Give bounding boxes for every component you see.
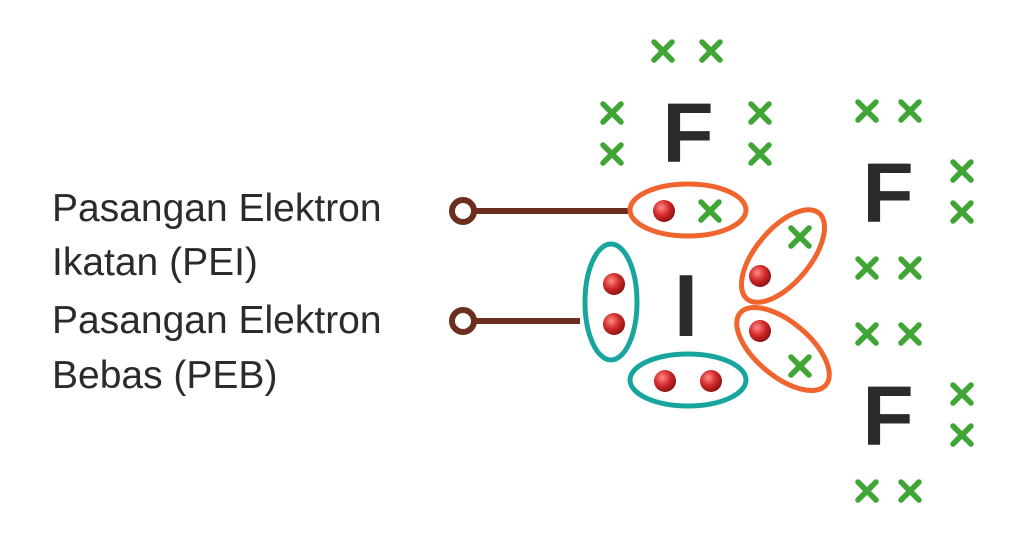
red-dot-icon bbox=[603, 313, 625, 335]
red-dot-icon bbox=[700, 370, 722, 392]
fluorine-top-symbol: F bbox=[662, 86, 713, 180]
bond-pair-ring-lower-right bbox=[734, 304, 832, 394]
green-cross-icon bbox=[748, 142, 772, 166]
pei-connector bbox=[449, 197, 628, 225]
green-cross-icon bbox=[600, 142, 624, 166]
peb-connector bbox=[449, 307, 580, 335]
green-cross-icon bbox=[699, 39, 723, 63]
peb-label-line1: Pasangan Elektron bbox=[52, 299, 382, 342]
peb-label-line2: Bebas (PEB) bbox=[52, 354, 278, 397]
red-dot-icon bbox=[654, 370, 676, 392]
fluorine-electrons bbox=[600, 39, 974, 503]
red-dot-icon bbox=[603, 273, 625, 295]
green-cross-icon bbox=[950, 382, 974, 406]
bond-pair-ring-top bbox=[627, 181, 749, 239]
fluorine-right-upper-symbol: F bbox=[862, 146, 913, 240]
green-cross-icon bbox=[748, 101, 772, 125]
lone-pair-ring-left bbox=[582, 241, 640, 363]
green-cross-icon bbox=[950, 423, 974, 447]
green-cross-icon bbox=[651, 39, 675, 63]
red-dot-icon bbox=[749, 265, 771, 287]
red-dot-icon bbox=[749, 320, 771, 342]
green-cross-icon bbox=[600, 101, 624, 125]
green-cross-icon bbox=[855, 479, 879, 503]
green-cross-icon bbox=[950, 200, 974, 224]
iodine-electrons bbox=[603, 200, 771, 392]
green-cross-icon bbox=[855, 322, 879, 346]
peb-connector-end-icon bbox=[449, 307, 477, 335]
bond-pair-ring-upper-right bbox=[738, 207, 828, 305]
green-cross-icon bbox=[855, 256, 879, 280]
red-dot-icon bbox=[653, 200, 675, 222]
pei-label-line2: Ikatan (PEI) bbox=[52, 241, 258, 284]
pei-label-line1: Pasangan Elektron bbox=[52, 187, 382, 230]
green-cross-icon bbox=[788, 354, 812, 378]
green-cross-icon bbox=[898, 256, 922, 280]
green-cross-icon bbox=[898, 99, 922, 123]
iodine-central-symbol: I bbox=[674, 256, 698, 355]
lone-pair-ring-bottom bbox=[627, 351, 749, 409]
green-cross-icon bbox=[950, 159, 974, 183]
green-cross-icon bbox=[898, 322, 922, 346]
fluorine-right-lower-symbol: F bbox=[862, 369, 913, 463]
green-cross-icon bbox=[855, 99, 879, 123]
green-cross-icon bbox=[698, 199, 722, 223]
green-cross-icon bbox=[788, 225, 812, 249]
green-cross-icon bbox=[898, 479, 922, 503]
pei-connector-end-icon bbox=[449, 197, 477, 225]
